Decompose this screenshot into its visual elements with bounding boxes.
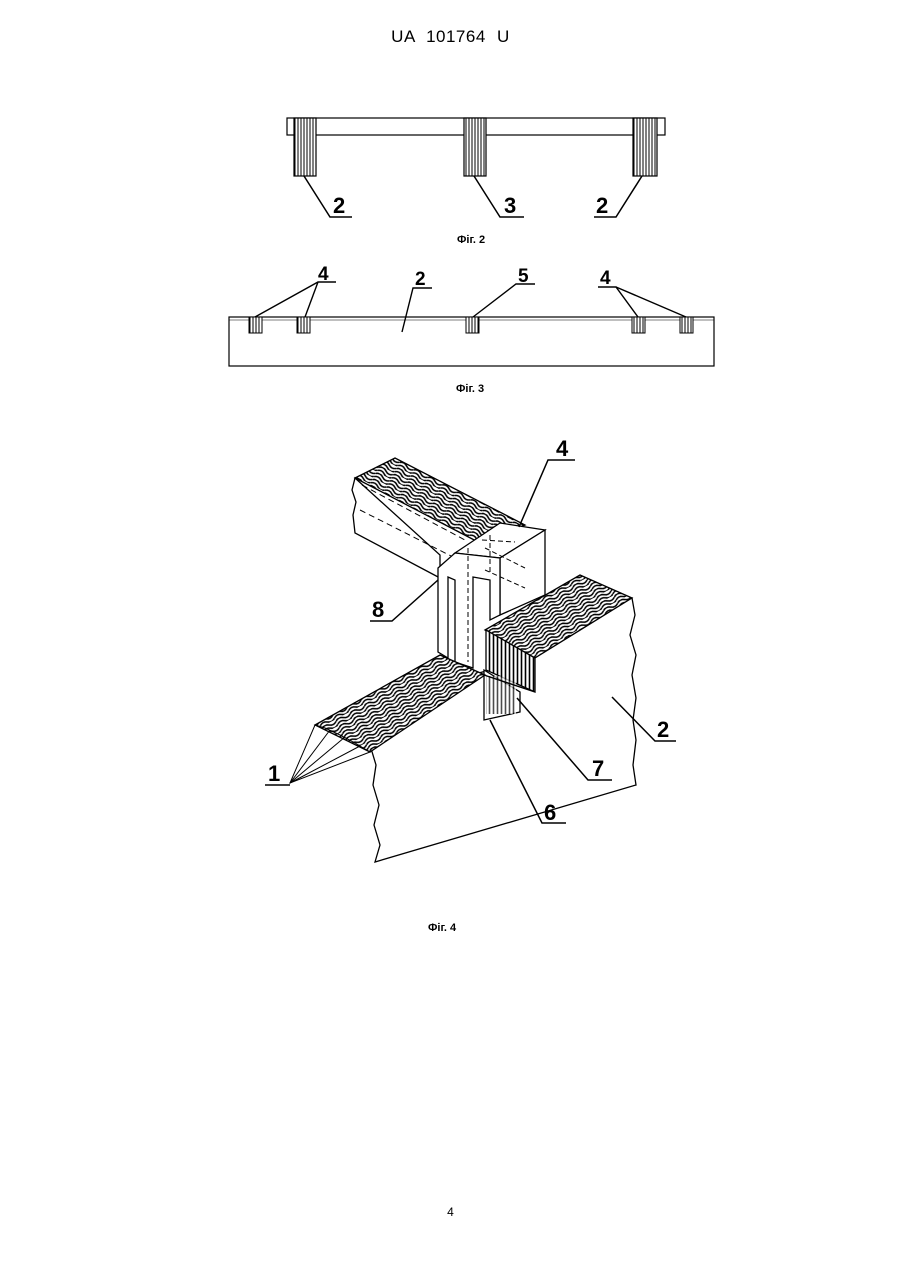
fig2-label-3: 3 bbox=[504, 193, 516, 218]
fig2-label-2-right: 2 bbox=[596, 193, 608, 218]
insert-slot bbox=[466, 317, 479, 333]
fig4-label-1: 1 bbox=[268, 761, 280, 786]
fig2-label-2-left: 2 bbox=[333, 193, 345, 218]
fig3-label-5: 5 bbox=[518, 266, 529, 287]
insert-slot bbox=[249, 317, 262, 333]
block-middle bbox=[464, 118, 486, 176]
fig4-label-7: 7 bbox=[592, 756, 604, 781]
figure-3-caption: Фіг. 3 bbox=[456, 383, 484, 395]
fig3-label-4-left: 4 bbox=[318, 264, 329, 285]
insert-slot bbox=[297, 317, 310, 333]
fig4-label-2: 2 bbox=[657, 717, 669, 742]
fig4-label-6: 6 bbox=[544, 800, 556, 825]
figure-2-caption: Фіг. 2 bbox=[457, 234, 485, 246]
fig3-label-4-right: 4 bbox=[600, 268, 611, 289]
figure-4-caption: Фіг. 4 bbox=[428, 922, 456, 934]
insert-slot bbox=[680, 317, 693, 333]
leader-line bbox=[474, 176, 524, 217]
figure-2-drawing: 2 3 2 bbox=[0, 0, 901, 230]
fig3-label-2: 2 bbox=[415, 269, 426, 290]
block-left bbox=[294, 118, 316, 176]
block-right bbox=[633, 118, 657, 176]
page-number: 4 bbox=[0, 1205, 901, 1219]
fig4-label-8: 8 bbox=[372, 597, 384, 622]
figure-4-drawing: 4 8 2 1 7 6 bbox=[0, 430, 901, 910]
insert-slot bbox=[632, 317, 645, 333]
fig4-label-4: 4 bbox=[556, 436, 569, 461]
figure-3-drawing: 4 2 5 4 bbox=[0, 260, 901, 400]
